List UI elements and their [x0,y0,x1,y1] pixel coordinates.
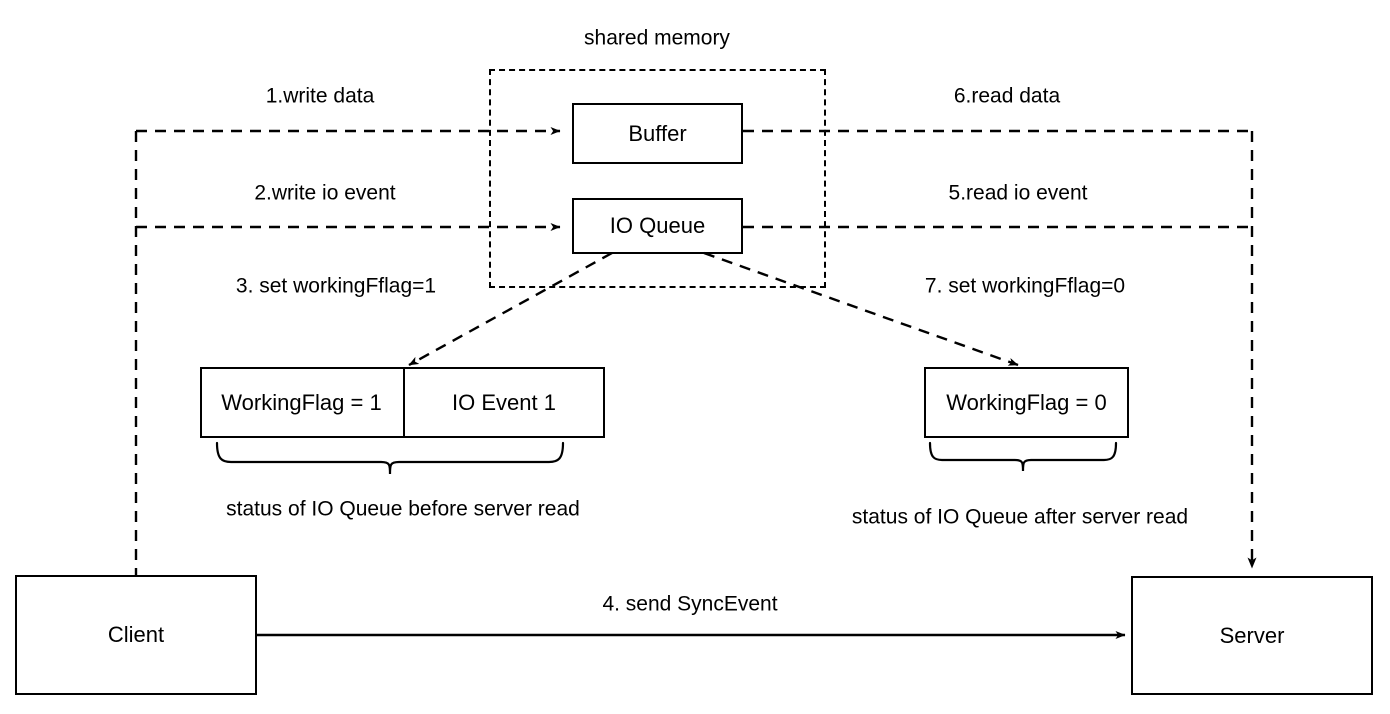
edge-label-step6: 6.read data [953,84,1061,108]
edge-set-workingflag-1 [408,251,613,367]
edge-label-step1: 1.write data [265,84,375,108]
node-server[interactable] [1131,576,1373,695]
node-io-queue-status-before[interactable] [200,367,605,438]
node-client[interactable] [15,575,257,695]
node-io-queue-status-after[interactable] [924,367,1129,438]
annotation-brace-left: status of IO Queue before server read [226,497,580,521]
shared-memory-title: shared memory [584,26,730,50]
edge-label-step4: 4. send SyncEvent [602,592,778,616]
shared-memory-container [489,69,826,288]
brace-right [928,441,1118,472]
node-io-queue[interactable] [572,198,743,254]
edge-label-step3: 3. set workingFflag=1 [235,274,437,298]
edge-label-step7: 7. set workingFflag=0 [924,274,1126,298]
status-cell-divider [403,367,405,438]
edge-label-step2: 2.write io event [254,181,396,205]
edge-label-step5: 5.read io event [948,181,1088,205]
node-buffer[interactable] [572,103,743,164]
brace-left [215,441,565,475]
annotation-brace-right: status of IO Queue after server read [851,505,1189,529]
